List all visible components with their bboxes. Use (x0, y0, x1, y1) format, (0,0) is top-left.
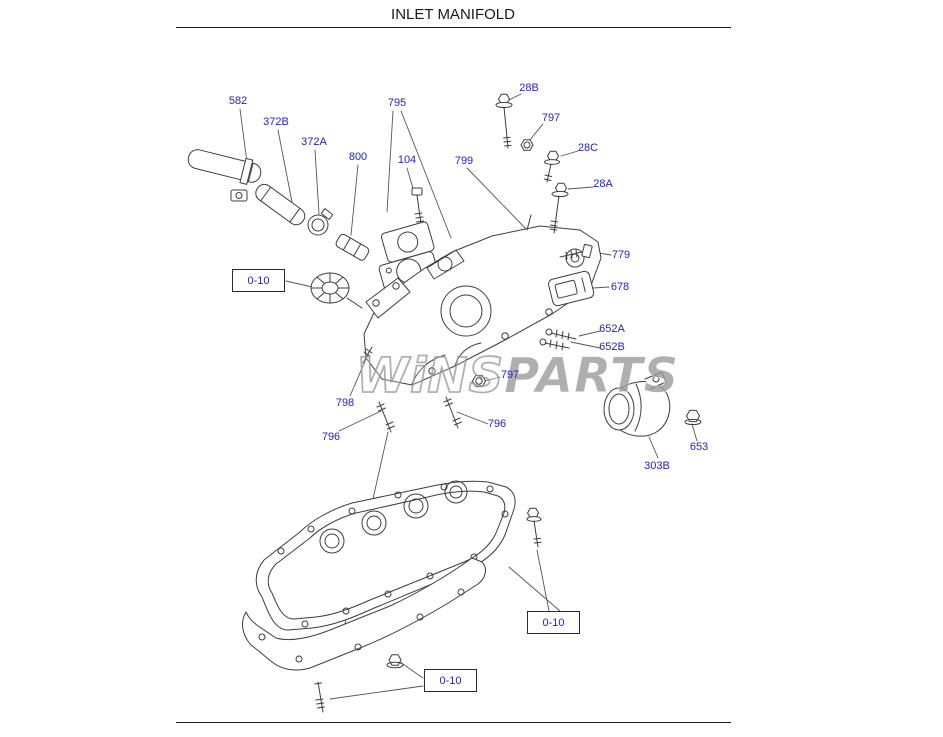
part-label-795[interactable]: 795 (387, 97, 407, 109)
part-stud-798 (362, 346, 373, 364)
part-label-800[interactable]: 800 (348, 151, 368, 163)
part-fitting-800 (335, 233, 370, 261)
part-label-582[interactable]: 582 (228, 95, 248, 107)
part-screw-652B (539, 338, 570, 351)
part-label-28C[interactable]: 28C (577, 142, 599, 154)
watermark: WiNSPARTS (356, 348, 679, 404)
part-label-797-top[interactable]: 797 (541, 112, 561, 124)
part-label-796-left[interactable]: 796 (321, 431, 341, 443)
part-hose-582 (187, 149, 262, 202)
part-bolt-28C (543, 150, 560, 183)
top-divider (176, 27, 731, 28)
part-label-652B[interactable]: 652B (599, 341, 625, 353)
part-label-797-mid[interactable]: 797 (500, 369, 520, 381)
part-bolt-28A (549, 182, 569, 234)
part-nut-bottom (386, 654, 404, 669)
page-title: INLET MANIFOLD (391, 6, 515, 23)
qty-callout-label-1: 0-10 (247, 274, 270, 287)
part-manifold-body (310, 214, 602, 386)
part-filler-cap (310, 272, 363, 309)
part-label-303B[interactable]: 303B (644, 460, 670, 472)
qty-callout-box-3: 0-10 (424, 669, 477, 692)
part-bolt-28B (495, 93, 513, 149)
part-cover-gasket (242, 557, 486, 671)
part-elbow-303B (603, 371, 671, 437)
part-bolt-cover (526, 507, 542, 548)
part-valve-cover (255, 480, 516, 631)
part-label-104[interactable]: 104 (397, 154, 417, 166)
part-bolt-779 (559, 243, 593, 260)
part-nut-797-mid (472, 374, 486, 388)
part-clamp-372A (307, 208, 334, 236)
part-stud-796-right (443, 396, 462, 429)
part-nut-797-top (520, 139, 534, 151)
part-label-798[interactable]: 798 (335, 397, 355, 409)
part-stud-796-left (376, 401, 395, 433)
part-label-28A[interactable]: 28A (593, 178, 613, 190)
part-label-796-right[interactable]: 796 (487, 418, 507, 430)
part-label-28B[interactable]: 28B (519, 82, 539, 94)
qty-callout-box-2: 0-10 (527, 611, 580, 634)
part-label-372A[interactable]: 372A (301, 136, 327, 148)
qty-callout-label-3: 0-10 (439, 674, 462, 687)
qty-callout-label-2: 0-10 (542, 616, 565, 629)
part-stud-bottom (314, 681, 325, 713)
part-label-779[interactable]: 779 (611, 249, 631, 261)
part-sensor-678 (548, 270, 595, 307)
part-hose-372B (255, 183, 306, 226)
qty-callout-box-1: 0-10 (232, 269, 285, 292)
part-label-653[interactable]: 653 (689, 441, 709, 453)
part-label-678[interactable]: 678 (610, 281, 630, 293)
bottom-divider (176, 722, 731, 723)
part-label-372B[interactable]: 372B (263, 116, 289, 128)
part-screw-652A (545, 328, 577, 341)
part-label-799[interactable]: 799 (454, 155, 474, 167)
part-label-652A[interactable]: 652A (599, 323, 625, 335)
part-nut-653 (684, 409, 702, 426)
